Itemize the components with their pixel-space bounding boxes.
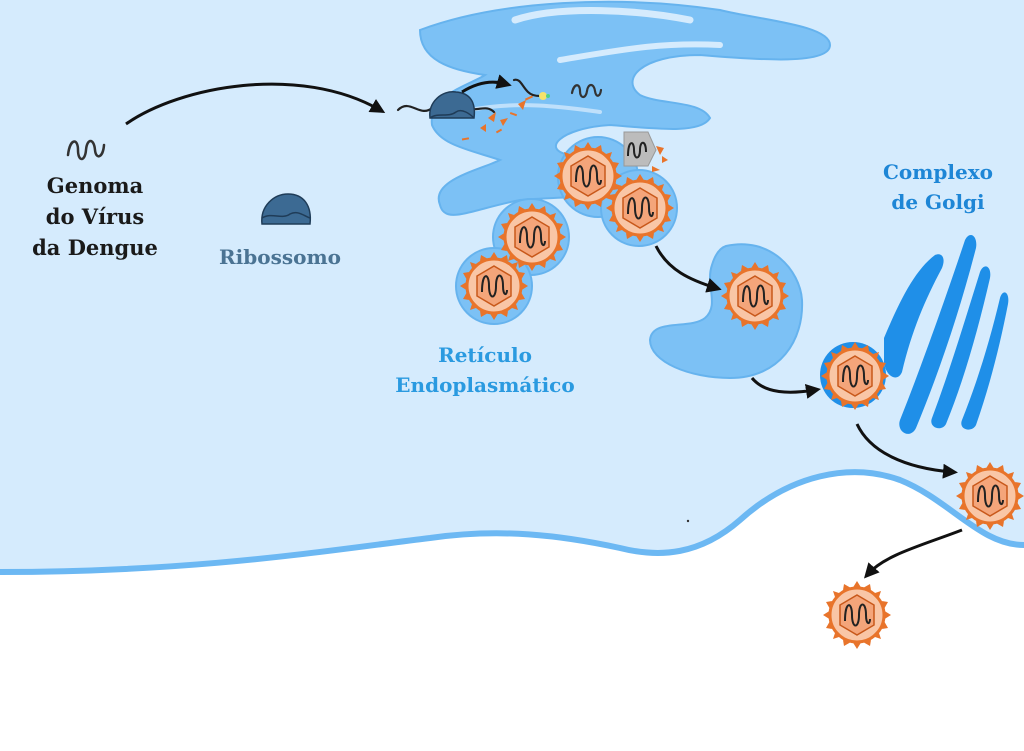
golgi-label-line-1: Complexo <box>883 160 993 184</box>
virion-exiting <box>956 462 1024 530</box>
ribosome-label: Ribossomo <box>219 245 341 269</box>
cell-membrane <box>0 469 1024 575</box>
ribosome-translating <box>429 91 476 119</box>
genome-label-line-2: do Vírus <box>45 204 145 229</box>
virion-golgi <box>821 342 889 410</box>
virion-vesicle <box>721 262 789 330</box>
virion-er-4 <box>460 252 528 320</box>
process-arrows <box>125 74 963 579</box>
protein-dot <box>539 92 547 100</box>
golgi-label: Complexo de Golgi <box>868 157 1008 217</box>
golgi-label-line-2: de Golgi <box>891 190 985 214</box>
genome-label-line-3: da Dengue <box>32 235 158 260</box>
arrow-vesicle-to-golgi <box>750 376 821 399</box>
arrow-er-to-vesicle <box>654 245 722 293</box>
rna-strand-ribosome <box>396 104 434 112</box>
virion-assembling <box>623 131 668 172</box>
arrow-translation <box>461 74 512 94</box>
protein-dot-2 <box>546 94 550 98</box>
virion-er-3 <box>498 203 566 271</box>
virion-released <box>823 581 891 649</box>
golgi-complex <box>884 234 1009 434</box>
er-label-line-1: Retículo <box>438 343 532 367</box>
viral-rna-er <box>570 83 603 99</box>
ribosome-icon <box>261 193 312 225</box>
rna-protein-chain <box>512 78 542 98</box>
genome-label: Genoma do Vírus da Dengue <box>20 170 170 263</box>
genome-label-line-1: Genoma <box>46 173 144 198</box>
er-label: Retículo Endoplasmático <box>380 340 590 400</box>
polyprotein-fragments <box>461 95 534 141</box>
viral-genome-rna <box>66 139 106 161</box>
virion-er-2 <box>606 174 674 242</box>
arrow-release <box>863 528 963 579</box>
er-label-line-2: Endoplasmático <box>395 373 575 397</box>
arrow-golgi-to-membrane <box>855 423 958 479</box>
arrow-genome-to-ribosome <box>125 82 386 126</box>
